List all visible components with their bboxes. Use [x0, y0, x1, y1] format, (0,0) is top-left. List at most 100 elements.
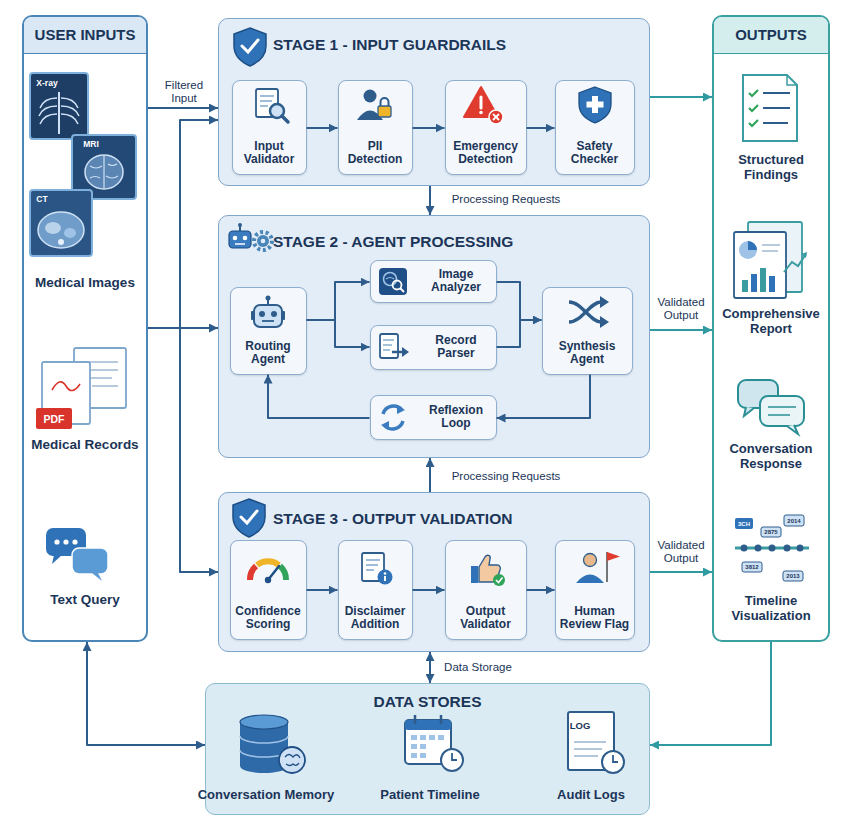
process-box: PII Detection [338, 80, 413, 175]
stage-panel: STAGE 3 - OUTPUT VALIDATION Confidence Sc… [218, 492, 650, 652]
chat-bubbles [52, 555, 62, 564]
process-box: Output Validator [445, 540, 527, 640]
database-icon [279, 747, 305, 773]
calendar-icon [429, 735, 435, 740]
log-document-icon [568, 712, 624, 773]
robot-icon [271, 311, 277, 317]
chat-bubbles [72, 539, 77, 544]
thumbs-up-icon [471, 555, 505, 586]
thumbs-up-icon [496, 578, 503, 583]
record-parse-icon [380, 334, 398, 358]
robot-gear-icon [235, 243, 245, 245]
robot-icon [267, 299, 269, 305]
panel-title: DATA STORES [206, 693, 649, 711]
thumbs-up-icon [479, 555, 500, 582]
xray-image [61, 98, 78, 108]
box-label: PII Detection [341, 140, 410, 167]
person-lock-icon [357, 111, 383, 121]
merge-icon [600, 296, 609, 308]
report-document [762, 244, 780, 246]
report-document [748, 241, 757, 250]
robot-gear-icon [239, 226, 241, 231]
image-analysis-icon [386, 278, 394, 280]
record-parse-icon [380, 334, 409, 358]
gauge-icon [268, 566, 279, 580]
chat-bubbles [738, 380, 804, 434]
report-document [734, 222, 807, 298]
process-box: Record Parser [370, 325, 497, 370]
timeline-icon [783, 571, 803, 581]
flow-arrow [148, 327, 218, 329]
box-label: Confidence Scoring [233, 605, 304, 632]
calendar-icon [414, 715, 417, 724]
flow-arrow [650, 642, 771, 745]
calendar-icon [420, 753, 426, 758]
pdf-document [36, 408, 72, 429]
flow-arrow [429, 652, 431, 683]
ct-image [58, 239, 64, 245]
flow-arrow [429, 458, 431, 492]
flow-arrow [650, 96, 712, 98]
xray-image [40, 114, 57, 124]
chat-bubbles [787, 425, 798, 434]
timeline-icon [761, 527, 781, 537]
edge-label: Validated Output [651, 296, 711, 322]
database-icon [240, 736, 288, 757]
document-search-icon [260, 105, 268, 107]
robot-gear-icon [257, 235, 269, 247]
shield-plus-icon [587, 102, 604, 108]
robot-gear-icon [238, 223, 242, 227]
checklist-document [749, 90, 758, 126]
flow-arrow [429, 186, 431, 215]
stage-panel: STAGE 1 - INPUT GUARDRAILSInput Validato… [218, 18, 650, 186]
xray-image [40, 98, 57, 108]
pdf-document [82, 361, 118, 363]
calendar-icon [405, 715, 463, 771]
flow-arrow [497, 282, 542, 320]
log-document-icon [574, 741, 606, 743]
record-parse-icon [383, 349, 390, 350]
timeline-icon [769, 545, 776, 552]
record-parse-icon [383, 339, 394, 340]
mri-image [90, 164, 118, 178]
flow-arrow [497, 320, 542, 347]
pdf-document [52, 382, 80, 391]
stage-title: STAGE 3 - OUTPUT VALIDATION [273, 510, 649, 528]
panel-header: OUTPUTS [714, 17, 828, 54]
reviewer-flag-icon [584, 554, 597, 567]
flow-arrow [650, 571, 712, 573]
log-document-icon [602, 751, 624, 773]
xray-image [61, 114, 78, 124]
document-search-icon [260, 95, 274, 97]
flow-arrow [268, 375, 370, 419]
xray-image [58, 92, 60, 134]
shield-icon [242, 40, 258, 52]
ct-image [64, 228, 76, 238]
calendar-icon [452, 753, 457, 760]
report-document [801, 252, 807, 258]
document-info-icon [366, 569, 374, 571]
calendar-icon [420, 735, 426, 740]
checklist-document [763, 107, 790, 109]
box-label: Human Review Flag [558, 605, 632, 632]
document-search-icon [282, 116, 288, 122]
document-info-icon [384, 576, 386, 581]
chat-bubbles [760, 396, 804, 426]
thumbs-up-icon [471, 566, 478, 583]
data-store-panel: DATA STORES [205, 683, 650, 815]
box-label: Image Analyzer [417, 268, 496, 295]
merge-icon [600, 316, 609, 328]
document-info-icon [366, 559, 380, 561]
document-info-icon [362, 553, 384, 581]
image-analysis-icon [379, 268, 407, 295]
process-box: Reflexion Loop [370, 395, 497, 440]
gauge-icon [250, 561, 286, 583]
timeline-icon [742, 562, 762, 572]
pdf-document [74, 348, 126, 408]
report-document [784, 254, 806, 272]
database-icon [240, 715, 288, 729]
merge-icon [569, 302, 601, 322]
chat-bubbles [744, 407, 754, 416]
pdf-document [82, 377, 112, 379]
shield-icon [234, 28, 266, 66]
